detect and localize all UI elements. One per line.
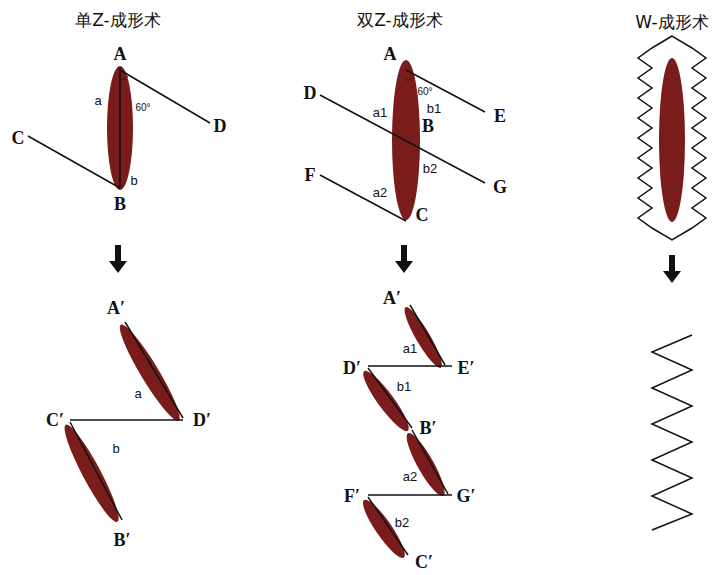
- angle-arc: [406, 75, 415, 80]
- point-label: A′: [383, 289, 401, 307]
- flap-ellipse: [401, 429, 450, 500]
- flap-label: a1: [373, 106, 387, 119]
- flap-label: a: [134, 387, 141, 400]
- point-label: B′: [419, 419, 436, 437]
- point-label: E′: [457, 359, 474, 377]
- point-label: A: [384, 45, 397, 63]
- point-label: G′: [456, 487, 475, 505]
- down-arrow: [109, 245, 127, 273]
- incision-line: [368, 368, 412, 428]
- flap-ellipse: [113, 320, 186, 425]
- incision-line: [368, 494, 452, 496]
- panel-title: 单Z-成形术: [75, 12, 160, 29]
- flap-label: b2: [423, 162, 437, 175]
- incision-line: [125, 322, 183, 418]
- point-label: D′: [343, 359, 361, 377]
- incision-line: [119, 68, 121, 188]
- angle-label: 60°: [135, 103, 150, 113]
- point-label: B: [114, 195, 126, 213]
- flap-label: a2: [373, 186, 387, 199]
- flap-label: b: [130, 174, 137, 187]
- panel-title: 双Z-成形术: [357, 12, 442, 29]
- incision-lines: [28, 36, 706, 555]
- down-arrow: [663, 255, 681, 283]
- incision-line: [28, 136, 120, 188]
- flap-ellipse: [58, 421, 126, 527]
- point-label: A′: [107, 299, 125, 317]
- flap-label: b1: [427, 102, 441, 115]
- w-closure-line: [652, 335, 692, 530]
- point-label: F′: [344, 487, 360, 505]
- incision-line: [406, 70, 485, 112]
- flap-label: a2: [403, 470, 417, 483]
- lesion-ellipse: [659, 58, 685, 222]
- flap-ellipse: [399, 304, 446, 372]
- incision-line: [70, 422, 122, 520]
- point-label: D: [214, 117, 227, 135]
- point-label: C: [12, 129, 25, 147]
- incision-line: [120, 70, 210, 123]
- point-label: B′: [113, 531, 130, 549]
- lesion-ellipse: [107, 66, 133, 190]
- incision-line: [320, 175, 406, 221]
- point-label: F: [305, 166, 316, 184]
- step-arrows: [109, 245, 681, 283]
- point-label: D: [304, 84, 317, 102]
- flap-shapes: [58, 58, 685, 562]
- point-label: C: [416, 206, 429, 224]
- down-arrow: [395, 245, 413, 273]
- w-incision-outline: [638, 36, 706, 240]
- point-label: E: [494, 107, 506, 125]
- point-label: A: [114, 45, 127, 63]
- point-label: C′: [415, 553, 433, 571]
- point-label: D′: [193, 411, 211, 429]
- incision-line: [410, 305, 445, 365]
- lesion-ellipse: [392, 60, 420, 220]
- incision-line: [70, 419, 183, 421]
- flap-ellipse: [357, 495, 410, 562]
- point-label: G: [493, 178, 507, 196]
- angle-arc: [120, 75, 129, 80]
- point-label: B: [422, 117, 434, 135]
- flap-label: a1: [403, 342, 417, 355]
- flap-ellipse: [358, 366, 415, 435]
- flap-label: a: [94, 94, 101, 107]
- flap-label: b2: [395, 516, 409, 529]
- flap-label: b: [112, 442, 119, 455]
- incision-line: [320, 95, 485, 183]
- point-label: C′: [46, 411, 64, 429]
- incision-line: [368, 365, 452, 367]
- incision-line: [412, 430, 448, 494]
- flap-label: b1: [397, 380, 411, 393]
- angle-label: 60°: [417, 87, 432, 97]
- panel-title: W-成形术: [635, 14, 708, 31]
